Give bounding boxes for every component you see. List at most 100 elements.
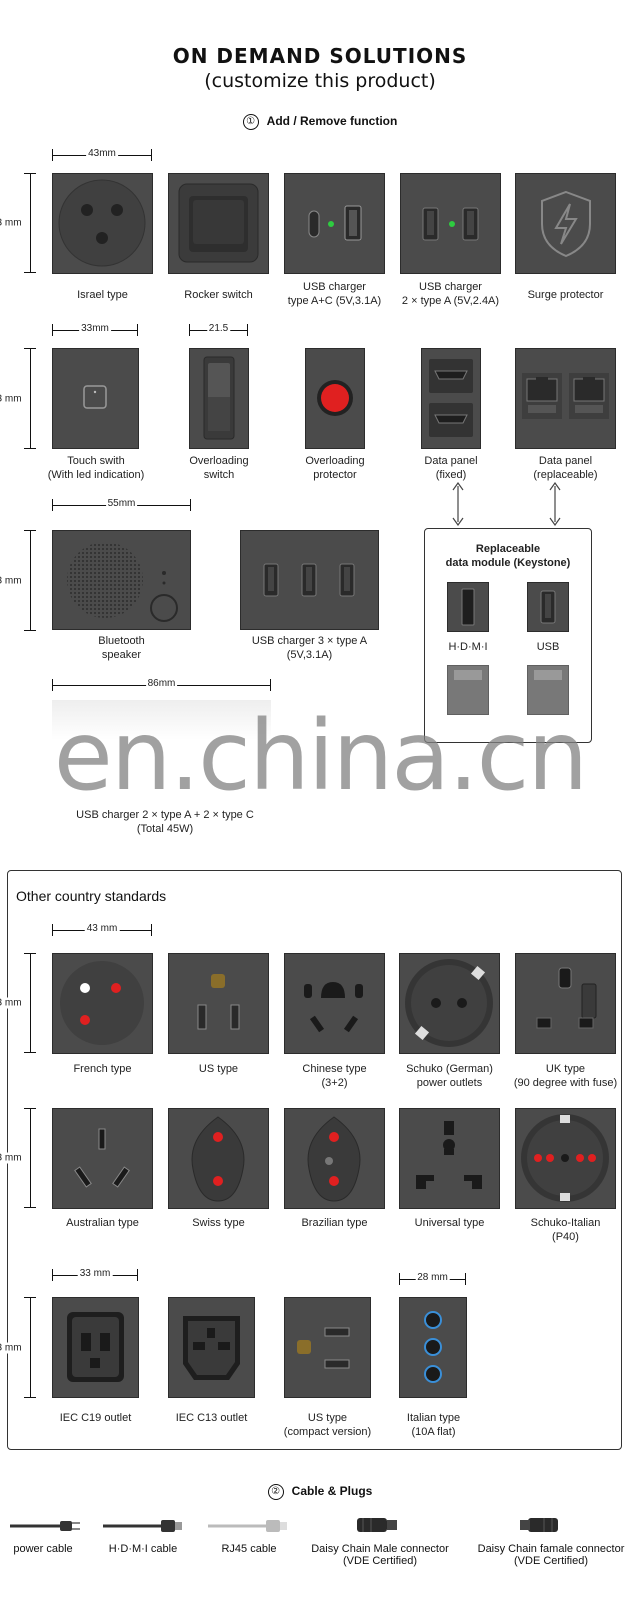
dim-28mm: 28 mm — [399, 1272, 466, 1285]
dim-86mm: 86mm — [52, 678, 271, 691]
data-panel-fixed-label: Data panel(fixed) — [424, 455, 478, 481]
section-title: Cable & Plugs — [291, 1484, 373, 1499]
page-title: ON DEMAND SOLUTIONS — [172, 44, 468, 68]
italian-socket-tile — [399, 1297, 467, 1398]
section-cables-heading: ② Cable & Plugs — [0, 1484, 640, 1500]
us-compact-tile — [284, 1297, 371, 1398]
hdmi-ports-icon — [429, 359, 473, 437]
overloading-switch-icon — [203, 356, 235, 440]
daisy-chain-male-icon — [357, 1518, 397, 1532]
iec-c19-tile — [52, 1297, 139, 1398]
hdmi-cable-icon — [103, 1520, 182, 1532]
shield-lightning-icon — [541, 190, 591, 258]
uk-label: UK type(90 degree with fuse) — [513, 1063, 618, 1089]
universal-socket-tile — [399, 1108, 500, 1209]
us-socket-icon — [197, 974, 240, 1030]
dim-33mm-other: 33 mm — [52, 1268, 138, 1281]
dim-43mm-other-row3: 43 mm — [0, 1297, 36, 1398]
uk-socket-icon — [536, 967, 597, 1029]
touch-switch-tile — [52, 348, 139, 449]
italian-label: Italian type(10A flat) — [406, 1412, 461, 1438]
australian-socket-icon — [74, 1128, 130, 1188]
iec-c13-icon — [183, 1316, 240, 1380]
schuko-socket-tile — [399, 953, 500, 1054]
rocker-label: Rocker switch — [184, 289, 253, 301]
rocker-switch-tile — [168, 173, 269, 274]
speaker-grille-icon — [67, 542, 178, 622]
israel-socket-icon — [58, 179, 146, 267]
iec-c13-label: IEC C13 outlet — [175, 1412, 248, 1424]
dim-43mm-other-left: 43 mm — [0, 953, 36, 1053]
keystone-usb-label: USB — [536, 641, 560, 653]
usb-22-tile-faded — [52, 700, 271, 740]
chinese-label: Chinese type(3+2) — [302, 1063, 367, 1089]
usb-22-label: USB charger 2 × type A + 2 × type C(Tota… — [76, 809, 254, 835]
keystone-rj45-tile-2 — [527, 665, 569, 715]
rj45-port-icon — [534, 670, 562, 680]
daisy-chain-male-label: Daisy Chain Male connector(VDE Certified… — [311, 1543, 449, 1567]
double-arrow-replaceable — [549, 482, 561, 526]
power-cable-label: power cable — [13, 1543, 73, 1555]
usb-ac-tile — [284, 173, 385, 274]
iec-c13-tile — [168, 1297, 255, 1398]
daisy-chain-female-icon — [520, 1518, 558, 1532]
keystone-usb-tile — [527, 582, 569, 632]
usb-port-icon — [540, 590, 556, 624]
usb-aa-tile — [400, 173, 501, 274]
keystone-hdmi-tile — [447, 582, 489, 632]
dim-33mm: 33mm — [52, 323, 138, 336]
iec-c19-icon — [67, 1312, 124, 1382]
swiss-socket-tile — [168, 1108, 269, 1209]
keystone-module-box — [424, 528, 592, 743]
hdmi-port-icon — [461, 588, 475, 626]
overloading-switch-tile — [189, 348, 249, 449]
us-socket-tile — [168, 953, 269, 1054]
usb-3a-label: USB charger 3 × type A(5V,3.1A) — [251, 635, 368, 661]
uk-socket-tile — [515, 953, 616, 1054]
section-title: Add / Remove function — [266, 114, 398, 129]
surge-label: Surge protector — [527, 289, 604, 301]
australian-socket-tile — [52, 1108, 153, 1209]
brazilian-socket-icon — [307, 1116, 361, 1202]
power-cable-icon — [10, 1521, 80, 1531]
data-panel-replaceable-label: Data panel(replaceable) — [533, 455, 598, 481]
watermark: en.china.cn — [53, 700, 589, 812]
universal-socket-icon — [416, 1121, 482, 1189]
universal-label: Universal type — [414, 1217, 485, 1229]
double-arrow-fixed — [452, 482, 464, 526]
daisy-chain-female-label: Daisy Chain famale connector(VDE Certifi… — [477, 1543, 625, 1567]
dim-43mm-row2: 43 mm — [0, 348, 36, 449]
schuko-label: Schuko (German)power outlets — [406, 1063, 493, 1089]
other-standards-title: Other country standards — [16, 888, 167, 904]
data-panel-replaceable-tile — [515, 348, 616, 449]
touch-switch-label: Touch swith(With led indication) — [47, 455, 145, 481]
italian-socket-icon — [424, 1311, 442, 1383]
dim-43mm-other-row2: 43 mm — [0, 1108, 36, 1208]
usb-3-ports-icon — [263, 563, 355, 597]
dim-43mm-top: 43mm — [52, 148, 152, 161]
bluetooth-speaker-tile — [52, 530, 191, 630]
israel-socket-tile — [52, 173, 153, 274]
us-compact-socket-icon — [297, 1327, 350, 1369]
iec-c19-label: IEC C19 outlet — [59, 1412, 132, 1424]
section-number: ② — [267, 1484, 284, 1500]
dim-43mm-row3: 43 mm — [0, 530, 36, 631]
usb-3a-tile — [240, 530, 379, 630]
keystone-hdmi-label: H·D·M·I — [448, 641, 488, 653]
chinese-socket-tile — [284, 953, 385, 1054]
rj45-cable-label: RJ45 cable — [221, 1543, 277, 1555]
swiss-socket-icon — [191, 1116, 245, 1202]
schuko-socket-icon — [405, 959, 493, 1047]
keystone-rj45-tile-1 — [447, 665, 489, 715]
israel-label: Israel type — [77, 289, 128, 301]
us-label: US type — [198, 1063, 239, 1075]
french-socket-icon — [60, 961, 144, 1045]
surge-protector-tile — [515, 173, 616, 274]
swiss-label: Swiss type — [192, 1217, 245, 1229]
